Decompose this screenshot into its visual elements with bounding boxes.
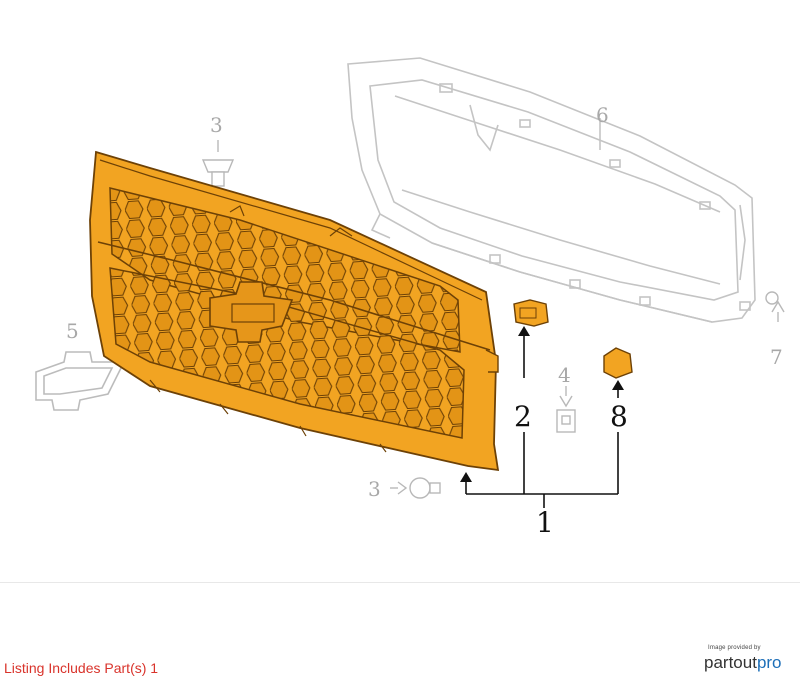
fastener-part-7 bbox=[765, 291, 785, 322]
image-provided-by-text: Image provided by bbox=[708, 645, 761, 651]
clip-part-2 bbox=[513, 299, 549, 378]
callout-3-top: 3 bbox=[210, 113, 223, 137]
bolt-part-3-bottom bbox=[390, 477, 441, 499]
callout-8: 8 bbox=[610, 400, 628, 433]
clip-part-8 bbox=[603, 347, 633, 398]
brand-part-text: partout bbox=[704, 653, 757, 672]
callout-7: 7 bbox=[770, 345, 783, 369]
brand-pro-text: pro bbox=[756, 653, 782, 672]
emblem-part-5 bbox=[35, 351, 126, 411]
callout-6: 6 bbox=[596, 103, 609, 127]
callout-4: 4 bbox=[558, 363, 571, 387]
leader-arrow-part-1 bbox=[460, 472, 472, 482]
callout-1: 1 bbox=[536, 506, 554, 539]
grille-part-1 bbox=[89, 150, 500, 472]
bolt-part-3-top bbox=[201, 140, 235, 187]
partoutpro-logo[interactable]: partoutpro bbox=[704, 653, 782, 673]
grille-support-frame-part-6 bbox=[347, 57, 756, 323]
listing-includes-text: Listing Includes Part(s) 1 bbox=[4, 660, 159, 676]
callout-3-bottom: 3 bbox=[368, 477, 381, 501]
clip-part-4 bbox=[556, 386, 576, 433]
footer-divider bbox=[0, 582, 800, 583]
callout-5: 5 bbox=[66, 319, 79, 343]
callout-2: 2 bbox=[514, 400, 532, 433]
